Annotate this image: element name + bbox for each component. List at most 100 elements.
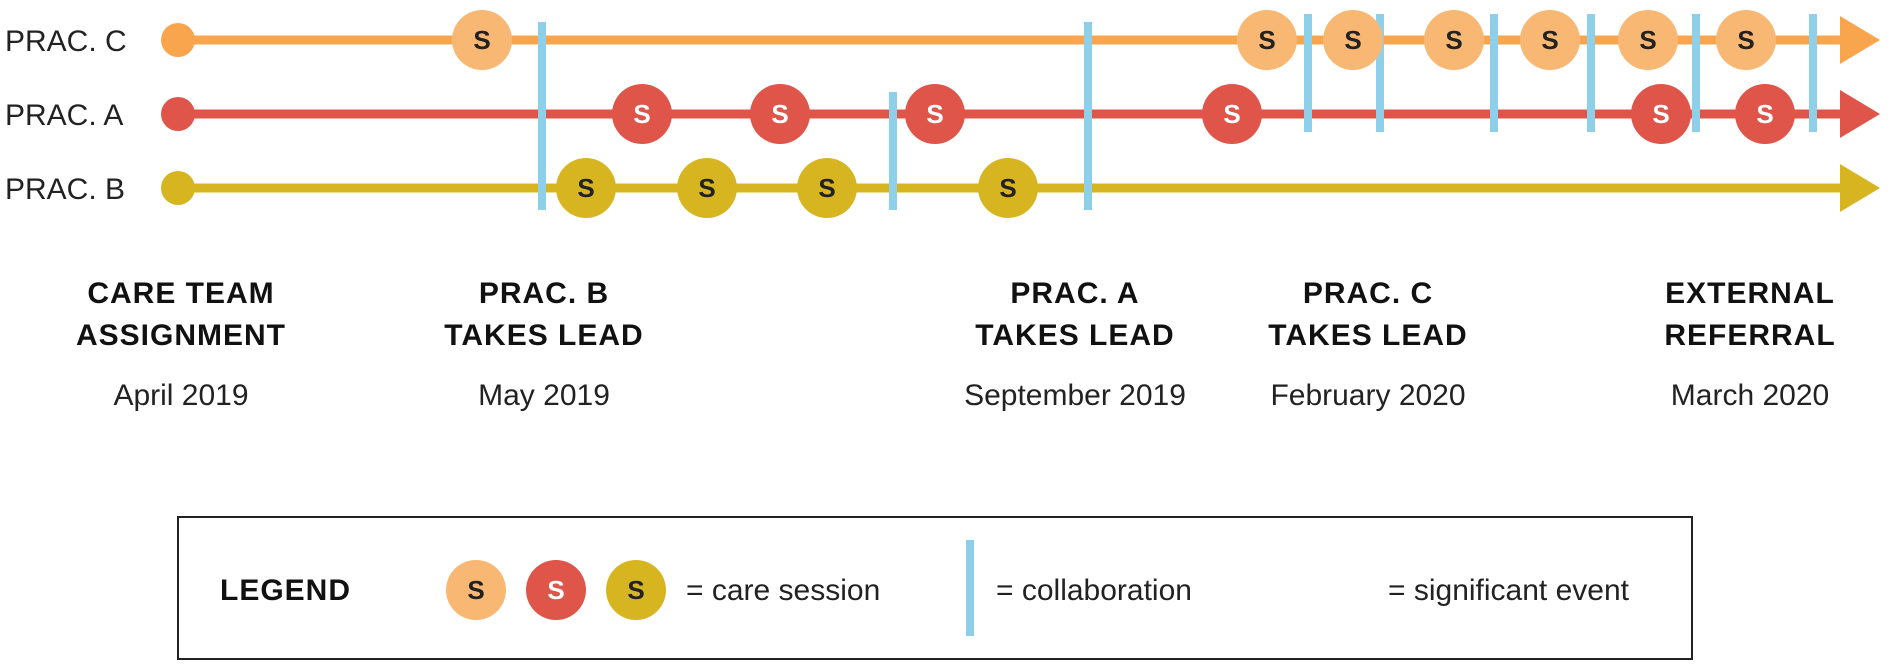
care-session-prac-b: S <box>556 158 616 218</box>
lane-arrow-head <box>1840 16 1880 64</box>
legend-collaboration-label: = collaboration <box>996 574 1192 607</box>
session-circle <box>1618 10 1678 70</box>
care-session-prac-b: S <box>797 158 857 218</box>
session-circle <box>1716 10 1776 70</box>
event-date: February 2020 <box>1270 379 1465 412</box>
event-title-line: ASSIGNMENT <box>76 319 286 352</box>
significant-event: PRAC. A TAKES LEAD September 2019 <box>964 277 1186 412</box>
session-symbol: S <box>633 99 650 129</box>
legend-session-circle <box>606 560 666 620</box>
session-symbol: S <box>926 99 943 129</box>
care-session-prac-a: S <box>1735 84 1795 144</box>
session-circle <box>1631 84 1691 144</box>
care-session-prac-a: S <box>905 84 965 144</box>
session-circle <box>556 158 616 218</box>
session-symbol: S <box>1737 25 1754 55</box>
session-symbol: S <box>473 25 490 55</box>
session-circle <box>978 158 1038 218</box>
legend-session-circle <box>446 560 506 620</box>
collaboration-bar <box>1490 14 1498 132</box>
session-circle <box>677 158 737 218</box>
session-symbol: S <box>1445 25 1462 55</box>
event-title-line: CARE TEAM <box>87 277 274 310</box>
care-session-prac-b: S <box>677 158 737 218</box>
collaboration-bar <box>1587 14 1595 132</box>
session-symbol: S <box>1344 25 1361 55</box>
event-date: September 2019 <box>964 379 1186 412</box>
event-title-line: PRAC. B <box>479 277 609 310</box>
lane-prac-c: PRAC. C <box>5 16 1880 64</box>
session-symbol: S <box>1652 99 1669 129</box>
session-circle <box>612 84 672 144</box>
care-session-prac-a: S <box>612 84 672 144</box>
legend-session-circle <box>526 560 586 620</box>
session-circle <box>797 158 857 218</box>
event-title-line: PRAC. C <box>1303 277 1433 310</box>
collaborations-layer <box>538 14 1817 210</box>
legend-collaboration-bar <box>966 540 974 636</box>
legend-session-sample: S <box>526 560 586 620</box>
significant-event: CARE TEAM ASSIGNMENT April 2019 <box>76 277 286 412</box>
legend-session-sample: S <box>446 560 506 620</box>
session-symbol: S <box>1756 99 1773 129</box>
session-circle <box>750 84 810 144</box>
lane-start-dot <box>161 23 195 57</box>
session-symbol: S <box>1639 25 1656 55</box>
event-title-line: TAKES LEAD <box>444 319 643 352</box>
session-symbol: S <box>1258 25 1275 55</box>
significant-event: EXTERNAL REFERRAL March 2020 <box>1664 277 1835 412</box>
event-date: May 2019 <box>478 379 610 412</box>
session-circle <box>1424 10 1484 70</box>
care-session-prac-a: S <box>750 84 810 144</box>
collaboration-bar <box>538 22 546 210</box>
event-title-line: EXTERNAL <box>1665 277 1835 310</box>
session-symbol: S <box>577 173 594 203</box>
collaboration-bar <box>1692 14 1700 132</box>
care-session-prac-c: S <box>1237 10 1297 70</box>
event-date: April 2019 <box>113 379 248 412</box>
legend-session-symbol: S <box>547 575 564 605</box>
legend-significant-event-label: = significant event <box>1388 574 1630 607</box>
collaboration-bar <box>1376 14 1384 132</box>
care-session-prac-c: S <box>1424 10 1484 70</box>
lane-arrow-head <box>1840 90 1880 138</box>
legend-care-session-label: = care session <box>686 574 880 607</box>
session-symbol: S <box>1223 99 1240 129</box>
event-title-line: TAKES LEAD <box>1268 319 1467 352</box>
event-title-line: PRAC. A <box>1010 277 1139 310</box>
care-session-prac-c: S <box>1323 10 1383 70</box>
session-symbol: S <box>818 173 835 203</box>
lane-label: PRAC. C <box>5 25 127 58</box>
legend-session-symbol: S <box>627 575 644 605</box>
lane-label: PRAC. B <box>5 173 125 206</box>
event-title-line: TAKES LEAD <box>975 319 1174 352</box>
significant-event: PRAC. B TAKES LEAD May 2019 <box>444 277 643 412</box>
care-session-prac-b: S <box>978 158 1038 218</box>
lane-start-dot <box>161 171 195 205</box>
session-symbol: S <box>999 173 1016 203</box>
care-session-prac-a: S <box>1202 84 1262 144</box>
session-circle <box>905 84 965 144</box>
care-session-prac-c: S <box>452 10 512 70</box>
session-circle <box>1323 10 1383 70</box>
session-circle <box>452 10 512 70</box>
event-title-line: REFERRAL <box>1664 319 1835 352</box>
lane-prac-a: PRAC. A <box>5 90 1880 138</box>
event-date: March 2020 <box>1671 379 1829 412</box>
legend-title: LEGEND <box>220 574 351 607</box>
lane-prac-b: PRAC. B <box>5 164 1880 212</box>
care-session-prac-c: S <box>1618 10 1678 70</box>
session-circle <box>1520 10 1580 70</box>
collaboration-bar <box>889 92 897 210</box>
session-circle <box>1237 10 1297 70</box>
care-session-prac-c: S <box>1716 10 1776 70</box>
care-session-prac-a: S <box>1631 84 1691 144</box>
lane-start-dot <box>161 97 195 131</box>
legend: LEGEND S S S = care session = collaboratio… <box>177 516 1693 660</box>
session-symbol: S <box>1541 25 1558 55</box>
legend-session-symbol: S <box>467 575 484 605</box>
session-circle <box>1735 84 1795 144</box>
session-symbol: S <box>698 173 715 203</box>
